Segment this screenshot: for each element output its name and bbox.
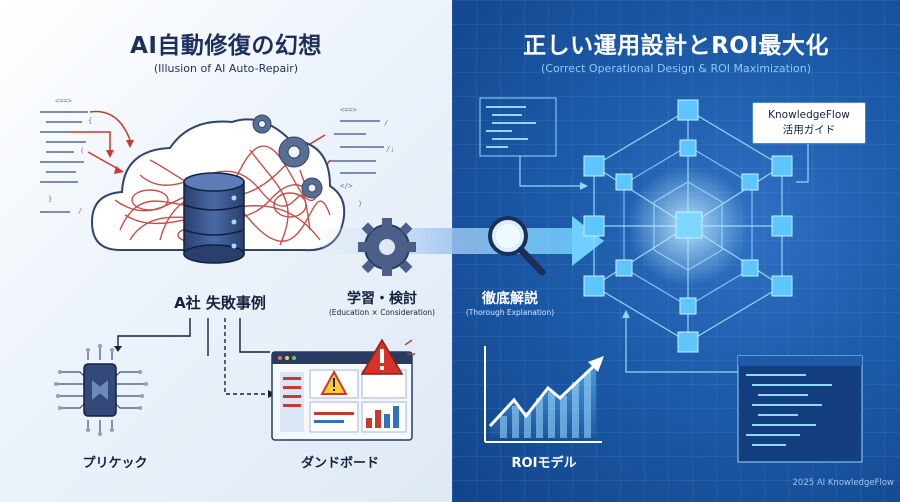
- svg-text:<==>: <==>: [55, 97, 72, 105]
- case-label: A社 失敗事例: [174, 294, 266, 312]
- connector-lines: [117, 318, 270, 395]
- code-snippet-right: <==> / /; </> ): [330, 106, 394, 208]
- warning-icon: [320, 338, 404, 395]
- svg-text:/: /: [384, 119, 388, 127]
- error-arrowheads: [106, 140, 134, 174]
- network-nodes: [583, 99, 793, 353]
- subtitle-right: (Correct Operational Design & ROI Maximi…: [540, 62, 811, 75]
- kf-subtitle: 活用ガイド: [782, 124, 836, 136]
- prekick-label: プリケック: [82, 456, 148, 471]
- subtitle-left: (Illusion of AI Auto-Repair): [153, 62, 299, 75]
- svg-text:/;: /;: [386, 145, 394, 153]
- code-panel-bottom: [622, 310, 863, 463]
- kf-connector: [796, 144, 809, 183]
- explain-sublabel: (Thorough Explanation): [465, 308, 555, 317]
- svg-text:{: {: [88, 117, 92, 125]
- database-icon: [183, 172, 245, 264]
- svg-text:/: /: [78, 207, 82, 215]
- code-panel-top: [479, 97, 588, 190]
- magnifier-icon: [488, 216, 546, 276]
- learn-label: 学習・検討: [347, 291, 417, 307]
- svg-text:<==>: <==>: [340, 106, 357, 114]
- svg-text:): ): [358, 200, 362, 208]
- center-gear-icon: [358, 218, 416, 276]
- roi-chart: [484, 346, 604, 443]
- svg-text:(: (: [80, 147, 84, 155]
- chip-icon: [54, 344, 148, 436]
- dashboard-label: ダンドボード: [300, 456, 379, 471]
- gear-icon: [252, 114, 323, 199]
- svg-text:}: }: [48, 195, 52, 203]
- svg-text:</>: </>: [340, 182, 353, 190]
- transition-arrow: [322, 216, 604, 266]
- roi-label: ROIモデル: [511, 456, 577, 471]
- kf-title: KnowledgeFlow: [768, 109, 850, 121]
- page-title-right: 正しい運用設計とROI最大化: [523, 33, 829, 59]
- explain-label: 徹底解説: [482, 291, 538, 307]
- learn-sublabel: (Education × Consideration): [328, 308, 436, 317]
- alert-rays: [404, 339, 415, 355]
- code-snippet-left: <==> { ( } /: [40, 97, 92, 215]
- knowledgeflow-box: KnowledgeFlow 活用ガイド: [752, 102, 866, 144]
- footer-credit: 2025 AI KnowledgeFlow: [792, 478, 895, 488]
- page-title-left: AI自動修復の幻想: [130, 33, 322, 59]
